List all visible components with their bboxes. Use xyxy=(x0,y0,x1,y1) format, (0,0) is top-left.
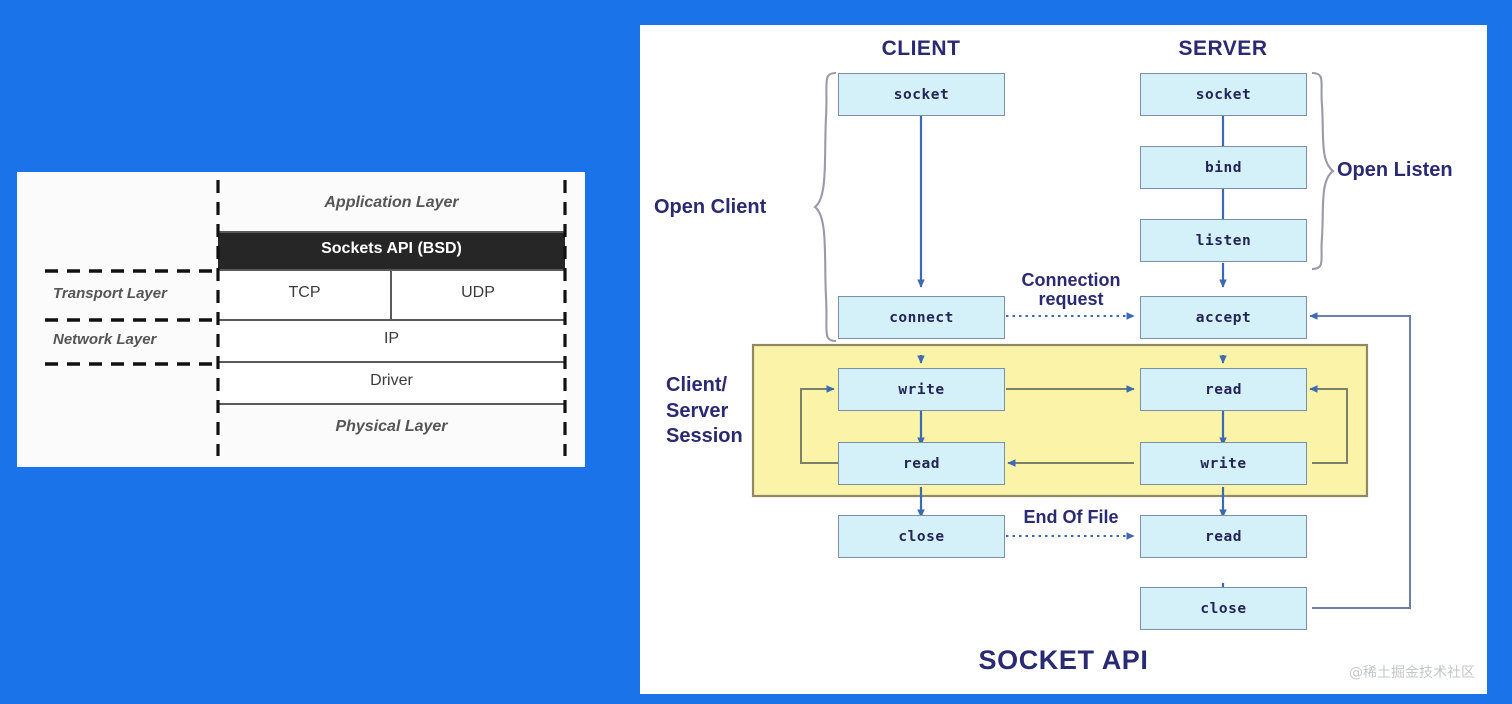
group-label-client-server-session: Client/ Server Session xyxy=(666,373,743,450)
session-label-line-1: Client/ xyxy=(666,374,728,396)
node-server-listen[interactable]: listen xyxy=(1140,219,1307,262)
stack-side-label-transport: Transport Layer xyxy=(53,285,167,302)
protocol-stack-svg xyxy=(45,180,567,456)
group-label-open-client: Open Client xyxy=(654,196,767,218)
client-read-to-write-loop xyxy=(800,385,840,464)
protocol-stack-card: Application Layer Sockets API (BSD) TCP … xyxy=(17,172,585,467)
stack-row-physical-label: Physical Layer xyxy=(335,418,448,435)
node-server-socket[interactable]: socket xyxy=(1140,73,1307,116)
socket-api-flow-svg xyxy=(751,71,1411,609)
open-client-brace xyxy=(813,71,837,343)
socket-api-card: CLIENT SERVER socket connect write read … xyxy=(640,25,1487,694)
socket-api-title: SOCKET API xyxy=(978,645,1149,675)
stack-row-application-label: Application Layer xyxy=(324,194,459,211)
stack-row-sockets-api-label: Sockets API (BSD) xyxy=(321,240,462,257)
node-server-accept[interactable]: accept xyxy=(1140,296,1307,339)
node-client-read[interactable]: read xyxy=(838,442,1005,485)
stack-row-driver-label: Driver xyxy=(370,372,413,389)
node-client-write[interactable]: write xyxy=(838,368,1005,411)
server-close-to-accept-loop xyxy=(1309,312,1411,609)
stack-row-tcp-label: TCP xyxy=(288,284,321,301)
group-label-open-listen: Open Listen xyxy=(1337,159,1453,181)
node-server-read[interactable]: read xyxy=(1140,368,1307,411)
node-client-close[interactable]: close xyxy=(838,515,1005,558)
column-heading-client: CLIENT xyxy=(881,37,961,60)
node-client-connect[interactable]: connect xyxy=(838,296,1005,339)
node-client-socket[interactable]: socket xyxy=(838,73,1005,116)
edge-label-end-of-file: End Of File xyxy=(1023,507,1119,527)
connection-request-line-1: Connection xyxy=(1021,270,1121,290)
column-heading-server: SERVER xyxy=(1178,37,1268,60)
node-server-bind[interactable]: bind xyxy=(1140,146,1307,189)
row-fill-sockets-api xyxy=(218,232,565,270)
connection-request-line-2: request xyxy=(1038,289,1104,310)
watermark-text: @稀土掘金技术社区 xyxy=(1349,665,1475,681)
row-fill-physical xyxy=(218,404,565,456)
left-dashed-rails xyxy=(45,269,218,366)
node-server-read-2[interactable]: read xyxy=(1140,515,1307,558)
row-fill-network xyxy=(218,320,565,362)
row-fill-driver xyxy=(218,362,565,404)
session-label-line-3: Session xyxy=(666,425,743,448)
node-server-write[interactable]: write xyxy=(1140,442,1307,485)
server-write-to-read-loop xyxy=(1309,385,1348,464)
session-label-line-2: Server xyxy=(666,399,729,422)
open-listen-brace xyxy=(1311,71,1335,271)
stack-row-ip-label: IP xyxy=(383,330,400,347)
edge-label-connection-request: Connection request xyxy=(1006,270,1136,310)
node-server-close[interactable]: close xyxy=(1140,587,1307,630)
row-fill-application xyxy=(218,182,565,232)
stack-row-udp-label: UDP xyxy=(461,284,495,301)
stack-side-label-network: Network Layer xyxy=(53,331,157,348)
